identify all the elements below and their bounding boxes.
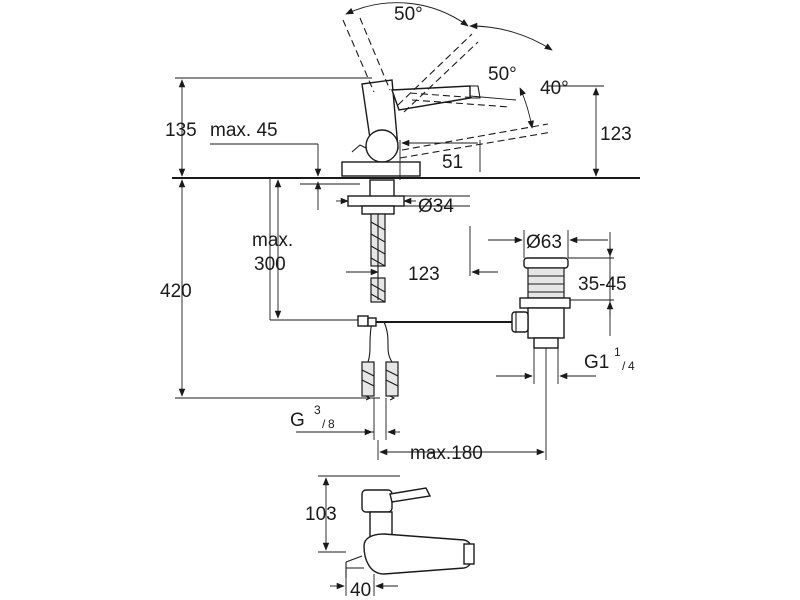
dim-51 (399, 139, 481, 180)
dim-max45 (210, 143, 360, 210)
dim-40-label: 40 (350, 580, 371, 600)
mounting-shank (347, 179, 405, 303)
dim-35-45 (568, 232, 614, 336)
supply-hoses (361, 321, 399, 401)
dim-max300-label-2: 300 (254, 254, 286, 275)
dim-d34 (336, 195, 470, 207)
dim-max300-label-1: max. (252, 230, 293, 251)
dim-d63-label: Ø63 (526, 232, 562, 253)
dim-123-right (548, 85, 604, 177)
faucet-body (341, 79, 481, 177)
dim-135-label: 135 (165, 120, 197, 141)
popup-waste (511, 257, 571, 349)
dim-g38-slash: / (322, 417, 326, 431)
dim-103-label: 103 (305, 504, 337, 525)
dim-g1-num: 1 (614, 345, 621, 359)
dim-420-label: 420 (160, 281, 192, 302)
dim-g1-label: G1 (584, 352, 609, 373)
dim-40 (330, 574, 398, 596)
dim-g1-den: 4 (628, 359, 635, 373)
swing-positions (342, 17, 553, 159)
pull-rod (270, 315, 512, 327)
angle-side-label: 40° (540, 78, 569, 99)
dim-g1-quarter (496, 346, 596, 384)
dim-123-right-label: 123 (600, 124, 632, 145)
dim-103 (318, 475, 400, 553)
angle-arcs (345, 2, 553, 129)
dim-g38-num: 3 (314, 403, 321, 417)
dim-max45-label: max. 45 (210, 120, 278, 141)
lever-detail (345, 487, 475, 578)
dim-g-three-eighths (296, 398, 400, 440)
dim-g38-label: G (290, 410, 305, 431)
dim-35-45-label: 35-45 (578, 274, 627, 295)
dim-51-label: 51 (442, 152, 463, 173)
angle-spout-label: 50° (488, 64, 517, 85)
dim-g38-den: 8 (328, 417, 335, 431)
dim-123-mid (346, 226, 498, 276)
dim-123-mid-label: 123 (408, 264, 440, 285)
dim-d34-label: Ø34 (418, 196, 454, 217)
dim-max180 (377, 348, 547, 460)
dim-d63 (488, 230, 608, 258)
angle-top-label: 50° (394, 4, 423, 25)
dim-max300 (269, 178, 282, 320)
dim-max180-label: max.180 (410, 443, 483, 464)
dim-g1-slash: / (622, 359, 626, 373)
